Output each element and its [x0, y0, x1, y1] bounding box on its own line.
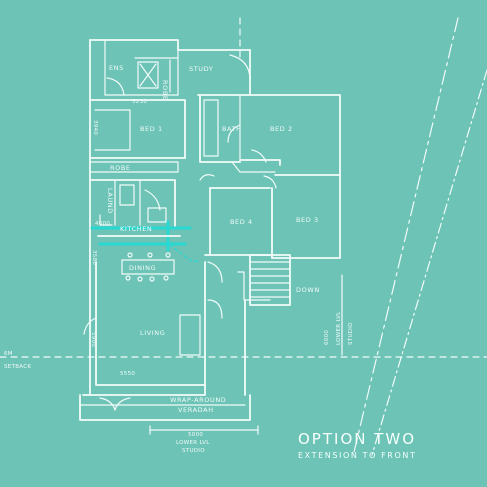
boundary-line — [353, 17, 459, 453]
boundary-line-secondary — [371, 69, 487, 456]
label-lower-lvl: LOWER LVL — [176, 440, 210, 446]
label-bed4: BED 4 — [230, 218, 253, 226]
label-bed1: BED 1 — [140, 125, 163, 133]
label-dining: DINING — [129, 264, 156, 272]
kitchen — [90, 220, 201, 263]
label-lower-lvl-side: LOWER LVL — [336, 311, 342, 345]
label-setback-dist: 6M — [4, 351, 13, 357]
label-robe-small: ROBE — [161, 80, 169, 101]
bed1-walls — [89, 99, 186, 173]
label-study: STUDY — [189, 65, 213, 73]
stairs — [237, 254, 291, 396]
page-subtitle: EXTENSION TO FRONT — [298, 451, 416, 460]
bed4-bed3-walls — [199, 174, 277, 259]
dim-5550: 5550 — [120, 371, 135, 377]
label-veranda-2: VERADAH — [178, 406, 214, 414]
label-studio-side: STUDIO — [348, 322, 354, 345]
dim-5000: 5000 — [188, 432, 203, 438]
label-bath: BATH — [222, 125, 242, 133]
label-setback: SETBACK — [4, 364, 31, 370]
dim-5900: 5900 — [90, 332, 96, 347]
label-down: DOWN — [296, 286, 320, 294]
dim-3580: 3580 — [91, 250, 97, 265]
label-living: LIVING — [140, 329, 165, 337]
top-rooms — [104, 39, 251, 96]
label-robe: ROBE — [110, 164, 131, 172]
bath-bed2-walls — [199, 94, 341, 176]
label-laund: LAUND — [106, 188, 114, 214]
veranda — [79, 394, 251, 421]
label-bed2: BED 2 — [270, 125, 293, 133]
living-walls — [83, 261, 223, 386]
label-kitchen: KITCHEN — [120, 225, 152, 233]
dim-4000: 4000 — [95, 221, 110, 227]
dimension-lines — [149, 274, 343, 435]
dim-3940: 3940 — [92, 120, 98, 135]
page-title: OPTION TWO — [298, 430, 416, 448]
dim-6000: 6000 — [324, 330, 330, 345]
label-ens: ENS — [109, 64, 124, 72]
laundry-walls — [89, 179, 176, 229]
label-veranda-1: WRAP-AROUND — [170, 396, 226, 404]
dining-table — [121, 252, 175, 282]
dim-5230: 5230 — [132, 99, 147, 105]
label-studio: STUDIO — [182, 448, 205, 454]
label-bed3: BED 3 — [296, 216, 319, 224]
